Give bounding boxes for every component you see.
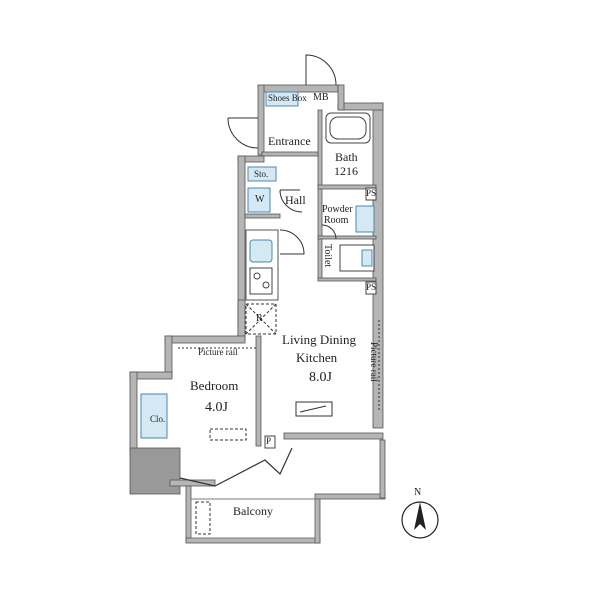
balcony-hatch: [195, 501, 211, 535]
mb-label: MB: [313, 92, 329, 103]
bathtub-inner: [329, 116, 367, 140]
wall-hall-kitchen: [244, 213, 281, 219]
wall-bed-top: [164, 335, 246, 344]
toilet-label: Toilet: [322, 244, 333, 268]
bedroom-floor-vent: [209, 428, 247, 441]
kitchen-sink: [249, 239, 273, 263]
wall-top-mb-side: [337, 84, 345, 111]
wall-top-right: [337, 102, 384, 111]
ps-bottom-label: PS: [366, 282, 377, 292]
balcony-floor: [190, 498, 316, 539]
wall-top: [261, 84, 339, 93]
wall-ldk-left: [237, 299, 246, 341]
shoes-box-label: Shoes Box: [268, 93, 307, 103]
outdoor-unit-area: [129, 447, 181, 495]
sto-label: Sto.: [254, 169, 269, 179]
balcony-label: Balcony: [233, 504, 273, 518]
wall-clo-left: [129, 371, 138, 453]
wall-ldk-bottom: [283, 432, 384, 440]
sink-powder: [355, 205, 375, 233]
closet: [140, 393, 168, 439]
wall-right-low: [379, 439, 386, 499]
ldk-area-label: 8.0J: [309, 370, 332, 385]
powder-door: [321, 224, 337, 240]
clo-label: Clo.: [150, 414, 166, 424]
wall-left-entrance: [257, 84, 265, 156]
kitchen-counter: [245, 229, 279, 301]
bedroom-area-label: 4.0J: [205, 400, 228, 415]
w-label: W: [255, 194, 265, 205]
compass: [401, 501, 439, 539]
washer-space: [247, 187, 271, 213]
wall-bed-left: [164, 335, 173, 377]
powder-room-label-2: Room: [324, 215, 349, 226]
toilet-tank: [361, 249, 373, 267]
r-label: R: [256, 313, 263, 324]
bath-size-label: 1216: [334, 164, 358, 178]
ldk-label-1: Living Dining: [282, 332, 357, 347]
picture-rail-left-label: Picture rail: [198, 347, 238, 357]
p-box: [264, 435, 276, 449]
compass-n-label: N: [414, 487, 422, 498]
wall-bed-right: [255, 335, 262, 447]
hall-label: Hall: [285, 193, 306, 207]
ps-bottom-box: [365, 281, 377, 295]
bedroom-label: Bedroom: [190, 378, 239, 393]
ldk-label-2: Kitchen: [296, 350, 338, 365]
bath-label: Bath: [335, 150, 358, 164]
ps-top-box: [365, 187, 377, 201]
storage-box: [247, 166, 277, 182]
wall-balcony-bottom: [185, 537, 321, 544]
wall-toilet-bottom: [317, 277, 377, 282]
compass-arrow: [414, 502, 426, 530]
entrance-label: Entrance: [268, 134, 311, 148]
refrigerator-space: [245, 303, 277, 335]
bedroom-lower-wall: [179, 447, 293, 487]
mb-door: [305, 54, 337, 86]
ps-top-label: PS: [366, 188, 377, 198]
wall-entrance-bottom: [261, 151, 319, 157]
wall-bath-bottom: [317, 184, 377, 190]
kitchen-door: [279, 229, 305, 255]
ldk-floor-vent: [295, 401, 333, 417]
walls: [129, 84, 386, 544]
thin-lines: [178, 54, 380, 539]
wall-balcony-top-right: [314, 493, 386, 500]
wall-balcony-right-low: [314, 497, 321, 544]
picture-rail-right-label: Picture rail: [369, 342, 379, 382]
shoes-box: [265, 91, 299, 107]
powder-room-label-1: Powder: [322, 204, 353, 215]
stove: [249, 267, 273, 295]
wall-balcony-left: [185, 485, 192, 543]
p-label: P: [266, 436, 272, 446]
entrance-door: [227, 117, 259, 149]
toilet-fixture: [339, 244, 375, 272]
hall-door: [279, 189, 303, 213]
wall-powder-bottom: [317, 235, 377, 240]
fixtures: [140, 91, 377, 449]
wall-bed-bottom: [169, 479, 216, 487]
